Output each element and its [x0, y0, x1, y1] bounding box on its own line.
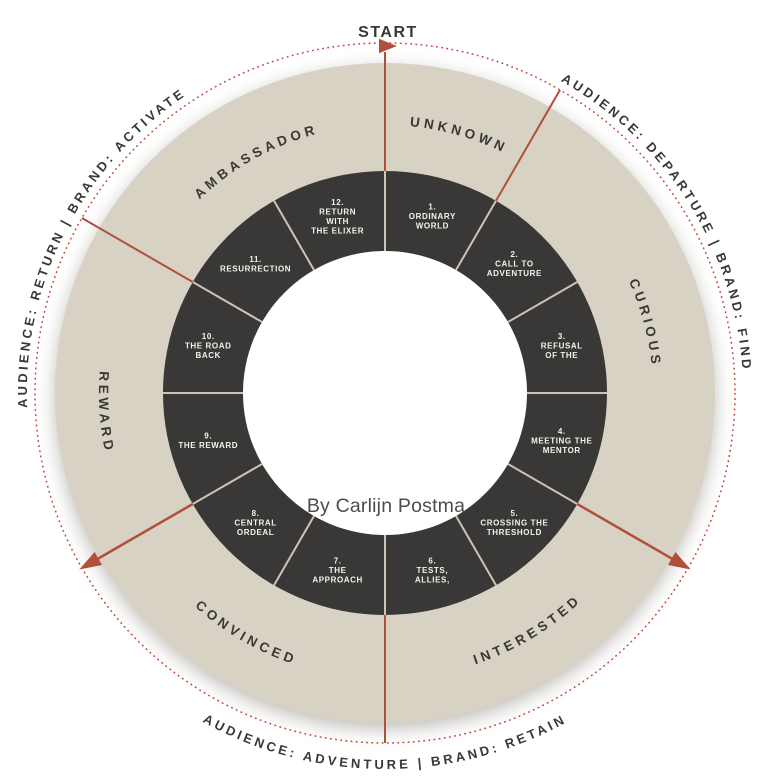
stage-boundary-line [81, 217, 194, 283]
ring-divider [192, 281, 263, 323]
center-hub [243, 251, 527, 535]
section-boundary-line [82, 502, 194, 569]
direction-arrows [79, 38, 691, 570]
wheel-base [55, 63, 715, 723]
ring-divider [507, 463, 578, 505]
segment-label: 9.THE REWARD [178, 432, 238, 451]
section-arrow-icon [667, 552, 691, 570]
section-arrow-icon [79, 552, 103, 570]
credit-label: By Carlijn Postma [307, 495, 465, 517]
ring-divider [273, 515, 315, 586]
ring-divider [273, 200, 315, 271]
ring-divider [455, 515, 497, 586]
section-boundary-line [576, 502, 688, 569]
segment-label: 11.RESURRECTION [220, 255, 291, 274]
segment-label: 6.TESTS,ALLIES, [415, 556, 450, 584]
stage-boundary-line [495, 89, 561, 202]
ring-divider [455, 200, 497, 271]
stage-label: REWARD [96, 371, 117, 455]
start-arrow-icon [379, 38, 397, 54]
ring-divider [192, 463, 263, 505]
start-label: START [358, 24, 418, 41]
section-divider-lines [81, 52, 688, 743]
ring-divider [507, 281, 578, 323]
segment-dividers [163, 171, 607, 615]
